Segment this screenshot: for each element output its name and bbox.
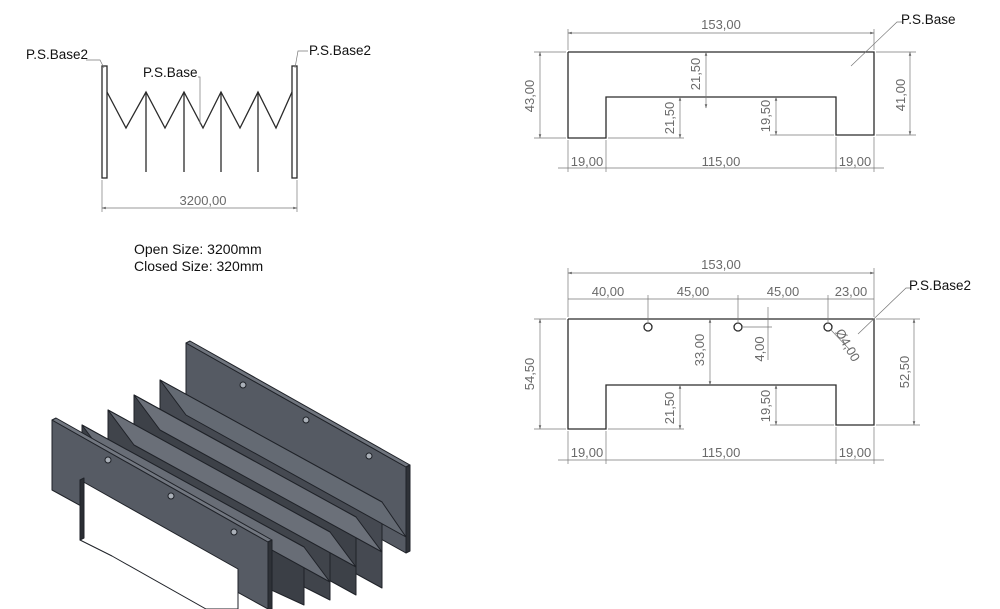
side-length-dim: 3200,00 — [180, 193, 227, 208]
dim-bottom-right-inner: 19,50 — [758, 390, 773, 423]
dim-bottom-width: 153,00 — [701, 257, 741, 272]
dim-bottom-left-foot: 19,00 — [571, 445, 604, 460]
hole-1 — [643, 322, 653, 332]
dim-bottom-right-height: 52,50 — [897, 356, 912, 389]
dim-top-left-height: 43,00 — [522, 80, 537, 113]
dim-center-depth: 33,00 — [692, 334, 707, 367]
hole-2 — [733, 322, 743, 332]
label-ps-base2-profile: P.S.Base2 — [909, 278, 971, 293]
closed-size-text: Closed Size: 320mm — [134, 258, 264, 274]
dim-bottom-mid-gap: 115,00 — [702, 445, 741, 460]
profile-outline — [567, 51, 875, 139]
dim-bottom-left-height: 54,50 — [522, 358, 537, 391]
dim-seg-1: 40,00 — [592, 284, 625, 299]
label-ps-base2-right: P.S.Base2 — [309, 43, 371, 58]
dim-top-right-height: 41,00 — [893, 79, 908, 112]
left-end-plate — [101, 65, 108, 179]
dim-top-left-foot: 19,00 — [571, 154, 604, 169]
bellows-ribs — [145, 92, 259, 172]
profile2-outline — [567, 318, 875, 430]
label-ps-base-side: P.S.Base — [143, 65, 198, 80]
hole-3 — [823, 322, 833, 332]
dim-seg-4: 23,00 — [835, 284, 868, 299]
dim-seg-3: 45,00 — [767, 284, 800, 299]
dim-top-thickness: 21,50 — [688, 58, 703, 91]
right-end-plate — [291, 65, 298, 179]
dim-bottom-left-inner: 21,50 — [662, 392, 677, 425]
size-note: Open Size: 3200mm Closed Size: 320mm — [134, 241, 263, 275]
label-ps-base2-left: P.S.Base2 — [26, 47, 88, 62]
dim-top-left-inner: 21,50 — [662, 102, 677, 135]
label-ps-base-top: P.S.Base — [901, 12, 956, 27]
open-size-text: Open Size: 3200mm — [134, 241, 262, 257]
dim-top-right-inner: 19,50 — [758, 100, 773, 133]
dim-top-right-foot: 19,00 — [839, 154, 872, 169]
bellows-zigzag — [106, 90, 293, 130]
dim-hole-diameter: Ø4,00 — [832, 326, 863, 364]
dim-top-mid-gap: 115,00 — [702, 154, 741, 169]
dim-top-width: 153,00 — [701, 17, 741, 32]
dim-hole-offset: 4,00 — [752, 336, 767, 361]
dim-seg-2: 45,00 — [677, 284, 710, 299]
profile-ps-base2: 153,00 40,00 45,00 45,00 23,00 54,50 52,… — [522, 257, 971, 464]
dim-bottom-right-foot: 19,00 — [839, 445, 872, 460]
isometric-view — [51, 340, 411, 609]
side-view: 3200,00 P.S.Base2 P.S.Base2 P.S.Base — [26, 43, 371, 212]
profile-ps-base: 153,00 43,00 41,00 21,50 21,50 19,50 19,… — [522, 12, 956, 172]
